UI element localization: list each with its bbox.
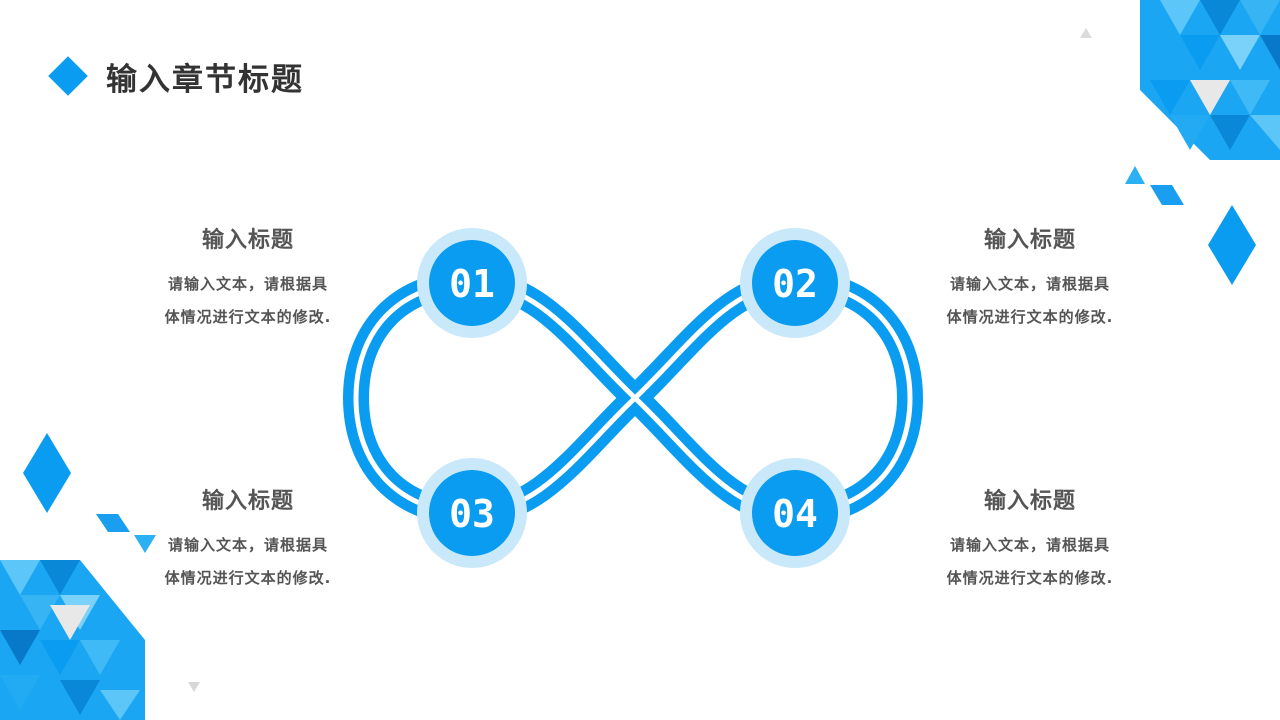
item-text-line1: 请输入文本，请根据具 [949, 536, 1110, 554]
node-02: 02 [740, 228, 850, 338]
item-02: 输入标题 请输入文本，请根据具 体情况进行文本的修改. [900, 222, 1160, 334]
small-gray-triangle [1080, 28, 1092, 38]
page-title: 输入章节标题 [106, 61, 304, 98]
bottom-gray-triangle [188, 682, 200, 692]
bottom-left-pattern [0, 560, 145, 720]
node-03-number: 03 [449, 492, 495, 536]
left-small-triangle [134, 535, 156, 553]
item-01: 输入标题 请输入文本，请根据具 体情况进行文本的修改. [118, 222, 378, 334]
item-text-line2: 体情况进行文本的修改. [946, 569, 1114, 587]
left-diamond [23, 433, 71, 513]
right-diamond [1208, 205, 1256, 285]
node-03: 03 [417, 458, 527, 568]
item-text-line1: 请输入文本，请根据具 [167, 275, 328, 293]
item-04: 输入标题 请输入文本，请根据具 体情况进行文本的修改. [900, 483, 1160, 595]
item-text-line2: 体情况进行文本的修改. [946, 308, 1114, 326]
node-04-number: 04 [772, 492, 818, 536]
left-parallelogram [96, 514, 130, 532]
node-01: 01 [417, 228, 527, 338]
item-text-line2: 体情况进行文本的修改. [164, 569, 332, 587]
node-02-number: 02 [772, 262, 818, 306]
item-title: 输入标题 [201, 228, 294, 253]
section-header: 输入章节标题 [48, 52, 304, 100]
item-text-line1: 请输入文本，请根据具 [949, 275, 1110, 293]
node-01-number: 01 [449, 262, 495, 306]
small-blue-parallelogram [1150, 185, 1184, 205]
item-text-line2: 体情况进行文本的修改. [164, 308, 332, 326]
item-title: 输入标题 [983, 489, 1076, 514]
item-03: 输入标题 请输入文本，请根据具 体情况进行文本的修改. [118, 483, 378, 595]
item-title: 输入标题 [201, 489, 294, 514]
item-text-line1: 请输入文本，请根据具 [167, 536, 328, 554]
small-blue-triangle [1125, 166, 1145, 184]
top-right-pattern [1140, 0, 1280, 160]
node-04: 04 [740, 458, 850, 568]
item-title: 输入标题 [983, 228, 1076, 253]
